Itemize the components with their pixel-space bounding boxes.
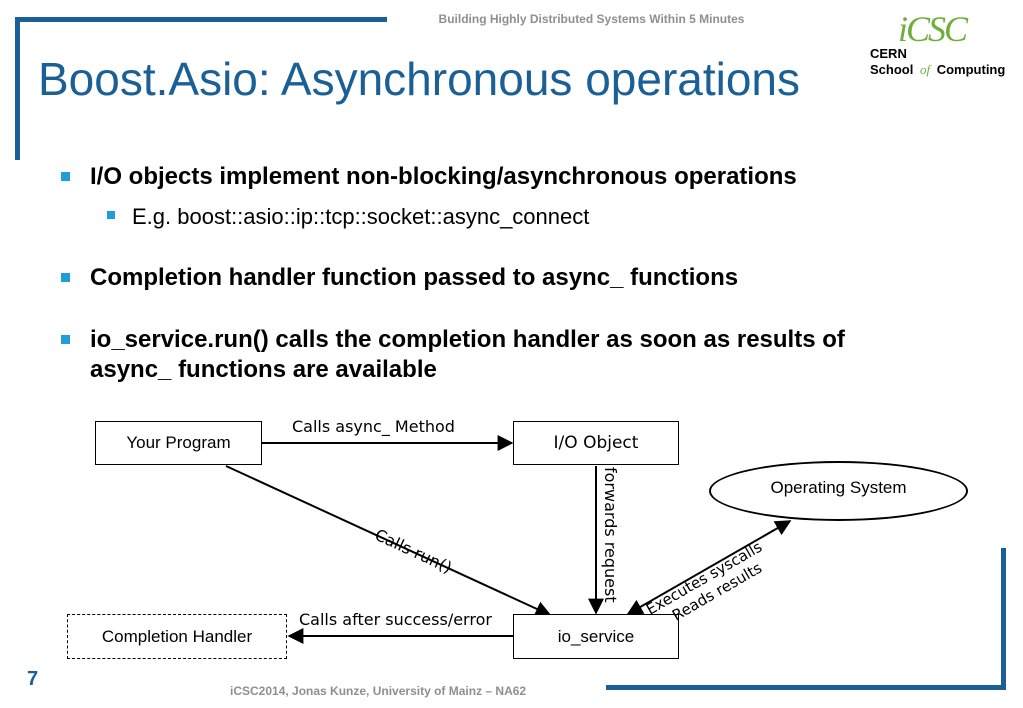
logo-icsc-text: iCSC bbox=[898, 9, 969, 49]
bullet-marker bbox=[61, 335, 70, 344]
footer-text: iCSC2014, Jonas Kunze, University of Mai… bbox=[230, 684, 527, 698]
arrow-calls-run bbox=[225, 465, 552, 617]
bullet-text: io_service.run() calls the completion ha… bbox=[90, 326, 845, 383]
forwards-request-label: forwards request bbox=[601, 467, 620, 603]
icsc-logo: iCSC CERN School of Computing bbox=[870, 9, 1005, 77]
completion-handler-box: Completion Handler bbox=[67, 614, 287, 659]
logo-computing-text: Computing bbox=[937, 62, 1006, 77]
logo-school-text: School bbox=[870, 62, 913, 77]
sub-bullet-marker bbox=[107, 211, 115, 219]
header-text: Building Highly Distributed Systems With… bbox=[438, 12, 745, 26]
io-object-label: I/O Object bbox=[553, 433, 639, 453]
page-number: 7 bbox=[27, 668, 39, 690]
io-service-box: io_service bbox=[513, 614, 679, 659]
bullet-text: I/O objects implement non-blocking/async… bbox=[90, 163, 797, 190]
frame-bar-right bbox=[1001, 548, 1006, 689]
operating-system-ellipse bbox=[709, 461, 968, 521]
calls-after-label: Calls after success/error bbox=[299, 610, 492, 629]
page-title: Boost.Asio: Asynchronous operations bbox=[38, 53, 801, 105]
your-program-box: Your Program bbox=[95, 421, 262, 465]
operating-system-label: Operating System bbox=[770, 478, 907, 497]
calls-async-label: Calls async_ Method bbox=[292, 417, 455, 436]
bullet-marker bbox=[61, 172, 70, 181]
sub-bullet-text: E.g. boost::asio::ip::tcp::socket::async… bbox=[132, 204, 590, 229]
frame-bar-top bbox=[15, 17, 387, 22]
io-object-box: I/O Object bbox=[513, 421, 679, 465]
your-program-label: Your Program bbox=[126, 433, 231, 452]
svg-text:School of Computing: School of Computing bbox=[870, 62, 1005, 77]
bullet-text: Completion handler function passed to as… bbox=[90, 264, 739, 291]
arrow-syscalls bbox=[626, 520, 792, 615]
logo-cern-text: CERN bbox=[870, 46, 907, 61]
frame-bar-left bbox=[15, 17, 20, 160]
bullet-marker bbox=[61, 273, 70, 282]
completion-handler-label: Completion Handler bbox=[101, 626, 253, 646]
io-service-label: io_service bbox=[557, 626, 635, 646]
frame-bar-bottom bbox=[606, 685, 1006, 690]
